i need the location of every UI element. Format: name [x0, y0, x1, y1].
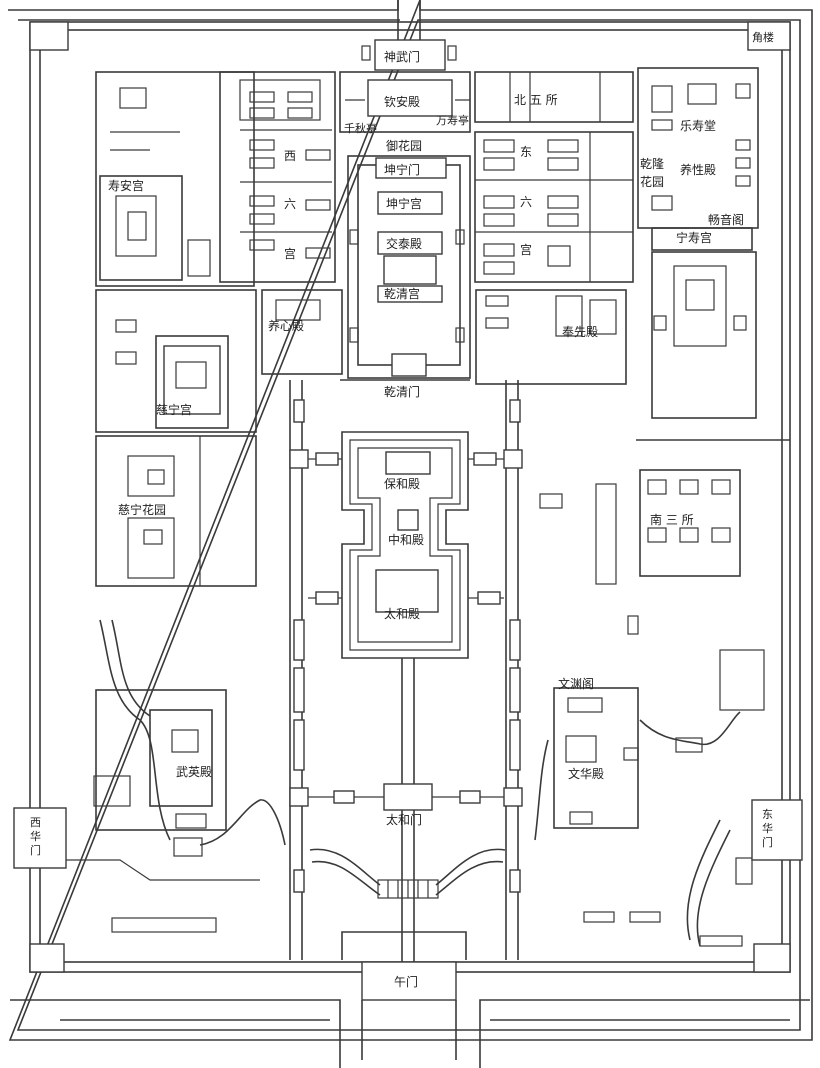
label-shenwu-gate: 神武门: [384, 49, 420, 64]
label-donghua-gate-2: 华: [762, 821, 773, 835]
label-east-3: 宫: [520, 242, 532, 257]
label-qianqing-gate: 乾清门: [384, 384, 420, 399]
label-west-2: 六: [284, 197, 296, 211]
label-east-2: 六: [520, 195, 532, 209]
wenhua-area: [534, 687, 741, 947]
label-zhonghe-hall: 中和殿: [388, 532, 424, 547]
east-six-palaces: [474, 71, 634, 385]
three-halls-terrace: [308, 431, 504, 784]
label-yangxing-hall: 养性殿: [680, 162, 716, 177]
side-gates: [13, 799, 803, 869]
label-wu-gate: 午门: [394, 974, 418, 989]
wuying-area: [93, 619, 286, 857]
label-kunning-gate: 坤宁门: [384, 162, 420, 177]
label-west-3: 宫: [284, 246, 296, 261]
label-qianqiu-pavilion: 千秋亭: [344, 121, 377, 135]
label-donghua-gate-1: 东: [762, 808, 773, 821]
label-imperial-garden: 御花园: [386, 138, 422, 153]
label-ningshou-palace: 宁寿宫: [676, 230, 712, 245]
label-qianqing-palace: 乾清宫: [384, 286, 420, 301]
label-shouan-palace: 寿安宫: [108, 178, 144, 193]
ningshou-area: [636, 67, 790, 441]
label-donghua-gate-3: 门: [762, 835, 773, 849]
label-jiaotai-hall: 交泰殿: [386, 236, 422, 251]
label-wenhua-hall: 文华殿: [568, 766, 604, 781]
label-qinan-hall: 钦安殿: [384, 94, 420, 109]
label-fengxian-hall: 奉先殿: [562, 325, 598, 339]
inner-court: [339, 71, 471, 381]
label-north-five: 北 五 所: [514, 93, 558, 107]
label-xihua-gate-2: 华: [30, 829, 41, 843]
label-wanchun-pavilion: 万寿亭: [436, 113, 469, 127]
label-qianlong-garden-1: 乾隆: [640, 156, 664, 171]
golden-water-river: [309, 848, 506, 899]
label-jiaolou: 角楼: [752, 30, 774, 44]
label-leshou-hall: 乐寿堂: [680, 119, 716, 133]
label-kunning-palace: 坤宁宫: [386, 196, 422, 211]
label-yangxin-hall: 养心殿: [268, 318, 304, 333]
label-qianlong-garden-2: 花园: [640, 174, 664, 189]
label-west-1: 西: [284, 149, 296, 163]
label-baohe-hall: 保和殿: [384, 477, 420, 491]
label-xihua-gate-1: 西: [30, 816, 41, 829]
label-east-1: 东: [520, 145, 532, 159]
west-blocks: [95, 289, 343, 587]
south-three-area: [539, 469, 765, 947]
wu-gate: [341, 931, 467, 1060]
map-labels: 神武门 角楼 钦安殿 千秋亭 万寿亭 御花园 北 五 所 东 六 宫 西 六 宫…: [30, 30, 774, 989]
shenwu-gate: [361, 0, 457, 71]
label-cining-garden: 慈宁花园: [118, 502, 166, 517]
label-xihua-gate-3: 门: [30, 843, 41, 857]
label-changyin-pavilion: 畅音阁: [708, 212, 744, 227]
label-cining-palace: 慈宁宫: [156, 402, 192, 417]
label-taihe-hall: 太和殿: [384, 606, 420, 621]
label-wenyuan-pavilion: 文渊阁: [558, 676, 594, 691]
label-south-three: 南 三 所: [650, 512, 694, 527]
taihe-gate: [308, 783, 504, 1000]
label-taihe-gate: 太和门: [386, 812, 422, 827]
label-wuying-hall: 武英殿: [176, 765, 212, 779]
southwest-area: [40, 859, 260, 933]
northwest-block: [95, 71, 336, 287]
outer-court-walls: [289, 380, 523, 960]
